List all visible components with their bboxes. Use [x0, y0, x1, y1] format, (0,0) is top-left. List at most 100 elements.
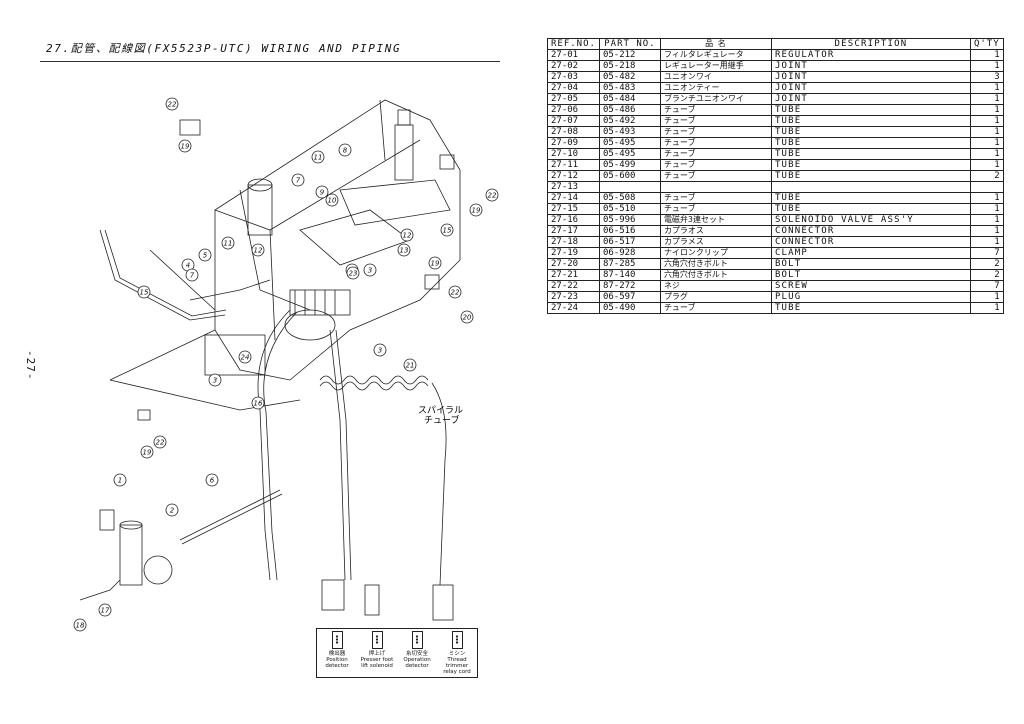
callout-circle — [311, 150, 325, 164]
table-row: 27-13 — [547, 181, 1004, 193]
ref-cell: 27-04 — [547, 82, 600, 94]
callout-label: 13 — [400, 247, 409, 255]
callout-label: 2 — [170, 507, 175, 515]
description-cell: TUBE — [770, 137, 971, 149]
connector-icon — [451, 631, 463, 649]
callout-label: 20 — [463, 314, 472, 322]
description-cell — [770, 181, 971, 193]
ref-cell: 27-17 — [547, 225, 600, 237]
callout-label: 9 — [320, 189, 325, 197]
part-no-cell: 05-483 — [598, 82, 661, 94]
part-no-cell: 06-516 — [598, 225, 661, 237]
legend-jp: ミシン — [448, 651, 466, 657]
name-cell: チューブ — [659, 192, 772, 204]
ref-cell: 27-06 — [547, 104, 600, 116]
description-cell: TUBE — [770, 203, 971, 215]
name-cell: ブランチユニオンワイ — [659, 93, 772, 105]
qty-cell: 1 — [969, 159, 1004, 171]
name-cell: カプラオス — [659, 225, 772, 237]
callout-circle — [238, 350, 252, 364]
callout-circle — [400, 228, 414, 242]
callout-circle — [98, 603, 112, 617]
callout-label: 24 — [241, 354, 250, 362]
ref-cell: 27-13 — [547, 181, 600, 193]
legend-item: 検出器 Position detector — [317, 631, 357, 669]
qty-cell: 1 — [969, 93, 1004, 105]
name-cell: チューブ — [659, 104, 772, 116]
callout-circle — [140, 445, 154, 459]
qty-cell: 3 — [969, 71, 1004, 83]
description-cell: JOINT — [770, 82, 971, 94]
qty-cell: 1 — [969, 203, 1004, 215]
callout-circle — [325, 193, 339, 207]
ref-cell: 27-18 — [547, 236, 600, 248]
name-cell: ユニオンワイ — [659, 71, 772, 83]
spiral-label-2: チューブ — [424, 414, 459, 426]
callout-label: 17 — [101, 607, 110, 615]
legend-item: ミシン Thread trimmer relay cord — [437, 631, 477, 675]
page-number: -27- — [24, 350, 37, 381]
callout-circle — [460, 310, 474, 324]
qty-cell: 1 — [969, 49, 1004, 61]
callout-label: 12 — [254, 247, 263, 255]
legend-en2: lift solenoid — [361, 663, 393, 669]
description-cell: SCREW — [770, 280, 971, 292]
legend-item: 押上げ Presser foot lift solenoid — [357, 631, 397, 669]
qty-cell: 1 — [969, 104, 1004, 116]
callout-circle — [137, 285, 151, 299]
name-cell: チューブ — [659, 159, 772, 171]
name-cell: 六角穴付きボルト — [659, 269, 772, 281]
callout-label: 18 — [76, 622, 85, 630]
ref-cell: 27-24 — [547, 302, 600, 314]
legend-en2: detector — [405, 663, 429, 669]
description-cell: JOINT — [770, 60, 971, 72]
legend-en1: Presser foot — [360, 657, 394, 663]
description-cell: JOINT — [770, 71, 971, 83]
callout-circle — [221, 236, 235, 250]
name-cell: チューブ — [659, 115, 772, 127]
qty-cell: 1 — [969, 225, 1004, 237]
callout-label: 10 — [328, 197, 337, 205]
callout-label: 1 — [118, 477, 122, 485]
ref-cell: 27-07 — [547, 115, 600, 127]
callout-circle — [73, 618, 87, 632]
description-cell: TUBE — [770, 104, 971, 116]
callout-circle — [373, 343, 387, 357]
callout-circle — [165, 503, 179, 517]
qty-cell — [969, 181, 1004, 193]
qty-cell: 2 — [969, 258, 1004, 270]
description-cell: BOLT — [770, 269, 971, 281]
part-no-cell: 06-517 — [598, 236, 661, 248]
part-no-cell: 05-482 — [598, 71, 661, 83]
part-no-cell: 05-495 — [598, 137, 661, 149]
legend-en1: Thread trimmer — [445, 657, 469, 669]
callout-circle — [485, 188, 499, 202]
qty-cell: 1 — [969, 137, 1004, 149]
ref-cell: 27-16 — [547, 214, 600, 226]
callout-circle — [440, 223, 454, 237]
wiring-piping-diagram: スパイラル チューブ 12333456778910111112121314151… — [73, 97, 499, 632]
name-cell: チューブ — [659, 126, 772, 138]
name-cell: チューブ — [659, 170, 772, 182]
callout-label: 23 — [349, 270, 358, 278]
part-no-cell: 05-996 — [598, 214, 661, 226]
callout-label: 4 — [186, 262, 190, 270]
description-cell: CONNECTOR — [770, 236, 971, 248]
callout-circle — [428, 256, 442, 270]
part-no-cell: 05-493 — [598, 126, 661, 138]
callout-circle — [291, 173, 305, 187]
callout-label: 15 — [443, 227, 452, 235]
part-no-cell: 05-495 — [598, 148, 661, 160]
description-cell: REGULATOR — [770, 49, 971, 61]
qty-cell: 7 — [969, 280, 1004, 292]
callout-circle — [397, 243, 411, 257]
